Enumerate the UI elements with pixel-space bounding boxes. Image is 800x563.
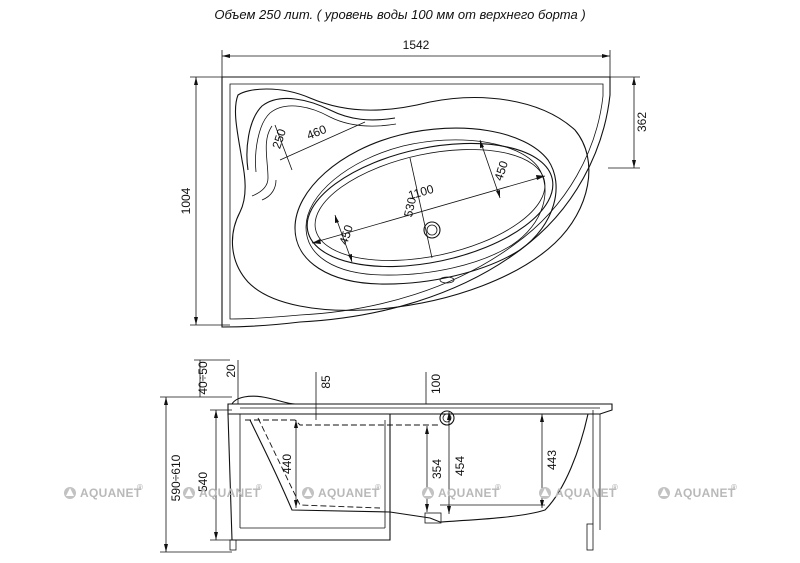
lip-label: 100 (429, 374, 443, 394)
basin-profile (249, 413, 589, 523)
step-label: 85 (319, 375, 333, 389)
side-drain (424, 512, 442, 524)
svg-text:®: ® (375, 483, 381, 492)
width-right-label: 450 (491, 159, 511, 183)
side-headrest (231, 395, 296, 405)
svg-text:AQUANET: AQUANET (555, 486, 617, 500)
side-rim (227, 403, 613, 415)
depth-b-label: 454 (453, 456, 467, 476)
total-height-label: 590÷610 (169, 454, 183, 501)
top-view: 1542 1004 362 (179, 38, 649, 328)
inner-left-label: 440 (280, 454, 294, 474)
watermark-2: AQUANET ® (183, 483, 262, 500)
depth-a-label: 354 (430, 459, 444, 479)
hidden-contour (257, 417, 381, 509)
depth-dimension-label: 1004 (179, 187, 193, 214)
overflow (439, 276, 455, 284)
headrest-a-label: 250 (269, 127, 289, 151)
drain (423, 221, 441, 239)
watermark-1: AQUANET ® (64, 483, 143, 500)
length-dimension-line (311, 175, 546, 244)
svg-text:AQUANET: AQUANET (80, 486, 142, 500)
watermark-4: AQUANET ® (422, 483, 501, 500)
svg-text:AQUANET: AQUANET (674, 486, 736, 500)
svg-text:AQUANET: AQUANET (199, 486, 261, 500)
leg-right (586, 523, 594, 551)
watermark-6: AQUANET ® (658, 483, 737, 500)
headrest (246, 98, 396, 171)
svg-text:®: ® (731, 483, 737, 492)
svg-text:®: ® (256, 483, 262, 492)
side-overflow (439, 410, 455, 426)
inner-width-label: 530 (401, 196, 419, 219)
height-label: 540 (196, 472, 210, 492)
bowl-edge (231, 88, 590, 311)
seat-gap-label: 20 (224, 364, 238, 378)
svg-text:AQUANET: AQUANET (318, 486, 380, 500)
length-dimension-label: 1100 (407, 182, 436, 203)
rim-label: 40÷50 (196, 361, 210, 395)
svg-text:®: ® (612, 483, 618, 492)
width-dimension-label: 1542 (403, 38, 430, 52)
outer-rim (221, 76, 611, 328)
watermark-3: AQUANET ® (302, 483, 381, 500)
svg-text:®: ® (495, 483, 501, 492)
depth-c-label: 443 (545, 450, 559, 470)
inner-ellipse (306, 142, 554, 268)
front-panel (227, 413, 391, 541)
inner-basin (294, 127, 557, 285)
svg-text:®: ® (137, 483, 143, 492)
rim-inner-line (229, 83, 604, 320)
leg-left (229, 539, 237, 551)
side-dimension-label: 362 (635, 112, 649, 132)
side-view: 590÷610 540 40÷50 20 85 100 440 354 (160, 359, 613, 553)
drawing-title: Объем 250 лит. ( уровень воды 100 мм от … (214, 7, 585, 22)
watermark-5: AQUANET ® (539, 483, 618, 500)
svg-text:AQUANET: AQUANET (438, 486, 500, 500)
width-left-label: 450 (336, 223, 356, 247)
inner-width-line (409, 157, 433, 259)
